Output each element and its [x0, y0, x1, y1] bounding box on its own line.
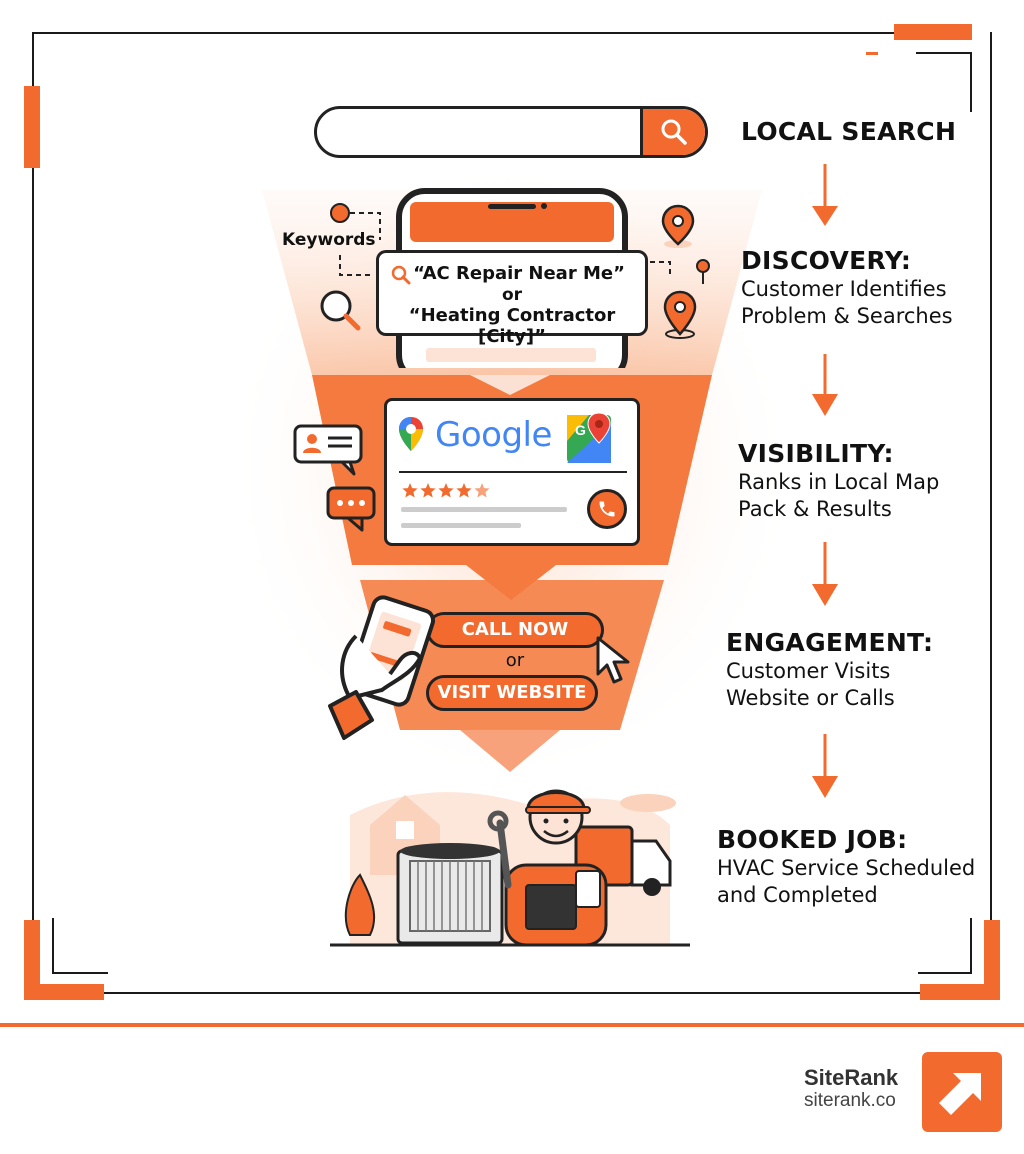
star-icon [420, 483, 436, 498]
profile-icon [307, 434, 317, 444]
star-icon [474, 483, 490, 498]
accent-left-top [24, 86, 40, 168]
call-button[interactable] [587, 489, 627, 529]
search-input[interactable] [337, 119, 641, 147]
brand-logo [922, 1052, 1002, 1132]
stage-desc-visibility: Ranks in Local Map Pack & Results [738, 469, 939, 523]
map-pin-decorations [650, 204, 710, 339]
accent-br-h [920, 984, 1000, 1000]
bush-icon [344, 873, 376, 936]
cursor-icon [596, 636, 630, 684]
accent-top-right-small [866, 52, 878, 55]
card-text-placeholder-1 [401, 507, 567, 512]
google-maps-pin-icon [399, 417, 423, 451]
search-query-bubble: “AC Repair Near Me” or “Heating Contract… [376, 250, 648, 347]
star-rating [402, 483, 490, 498]
accent-br-v [984, 920, 1000, 1000]
accent-bl-h [24, 984, 104, 1000]
bracket-br-h [918, 972, 972, 974]
stage-desc-line: HVAC Service Scheduled [717, 856, 976, 880]
stage-arrows [812, 164, 838, 798]
stage-desc-engagement: Customer Visits Website or Calls [726, 658, 895, 712]
multimeter-icon [575, 870, 601, 908]
accent-top-right [894, 24, 972, 40]
bracket-br-v [970, 918, 972, 974]
hand-holding-phone [328, 595, 436, 740]
stage-desc-line: Ranks in Local Map [738, 470, 940, 494]
accent-bl-v [24, 920, 40, 1000]
search-icon [661, 119, 687, 145]
magnifier-icon [320, 290, 352, 322]
star-rating-fill [402, 483, 490, 498]
svg-text:G: G [575, 422, 586, 438]
star-icon [402, 483, 418, 498]
frame-right-line [990, 32, 992, 992]
google-wordmark: Google [435, 415, 552, 455]
bracket-tr-h [916, 52, 972, 54]
stage-title-engagement: ENGAGEMENT: [726, 628, 934, 657]
phone-icon [599, 501, 615, 517]
card-text-placeholder-2 [401, 523, 521, 528]
engagement-or: or [505, 650, 525, 671]
stage-desc-line: Website or Calls [726, 686, 895, 710]
arrow-up-right-icon [939, 1073, 981, 1115]
star-icon [438, 483, 454, 498]
google-maps-icon: G [567, 412, 611, 463]
keyword-decorations [320, 203, 381, 331]
bracket-bl-h [52, 972, 108, 974]
google-label: Google [435, 415, 552, 455]
bracket-bl-v [52, 918, 54, 974]
frame-left-line [32, 32, 34, 992]
call-now-button[interactable]: CALL NOW [426, 612, 604, 648]
brand-name: SiteRank [804, 1065, 899, 1090]
google-listing-card: Google G [384, 398, 640, 546]
clipboard-icon [525, 884, 577, 930]
stage-desc-discovery: Customer Identifies Problem & Searches [741, 276, 953, 330]
query-line-1: “AC Repair Near Me” [413, 263, 625, 284]
stage-title-discovery: DISCOVERY: [741, 246, 912, 275]
stage-desc-line: Customer Identifies [741, 277, 947, 301]
stage-title-booked-job: BOOKED JOB: [717, 825, 908, 854]
stage-title-local-search: LOCAL SEARCH [741, 117, 957, 146]
card-divider [399, 471, 627, 473]
stage-desc-booked-job: HVAC Service Scheduled and Completed [717, 855, 975, 909]
frame-bottom-line [32, 992, 992, 994]
hvac-technician-scene [330, 789, 690, 947]
star-icon [456, 483, 472, 498]
frame-top-line [32, 32, 894, 34]
bracket-tr-v [970, 52, 972, 112]
chevron-3 [460, 730, 560, 772]
stage-title-visibility: VISIBILITY: [738, 439, 894, 468]
query-line-2: “Heating Contractor [City]” [408, 305, 616, 347]
stage-desc-line: Problem & Searches [741, 304, 953, 328]
query-search-icon [391, 265, 411, 285]
search-button[interactable] [640, 109, 705, 155]
stage-desc-line: Pack & Results [738, 497, 892, 521]
chevron-1 [470, 375, 550, 395]
visit-website-button[interactable]: VISIT WEBSITE [426, 675, 598, 711]
stage-desc-line: and Completed [717, 883, 878, 907]
query-or: or [501, 285, 523, 305]
stage-desc-line: Customer Visits [726, 659, 891, 683]
wrench-icon [496, 819, 512, 889]
keywords-label: Keywords [282, 230, 376, 250]
chevron-2 [466, 565, 556, 600]
brand-url[interactable]: siterank.co [804, 1090, 896, 1111]
cloud-icon [620, 794, 676, 812]
message-bubbles [293, 424, 376, 532]
footer-divider [0, 1023, 1024, 1027]
search-bar[interactable] [314, 106, 708, 158]
